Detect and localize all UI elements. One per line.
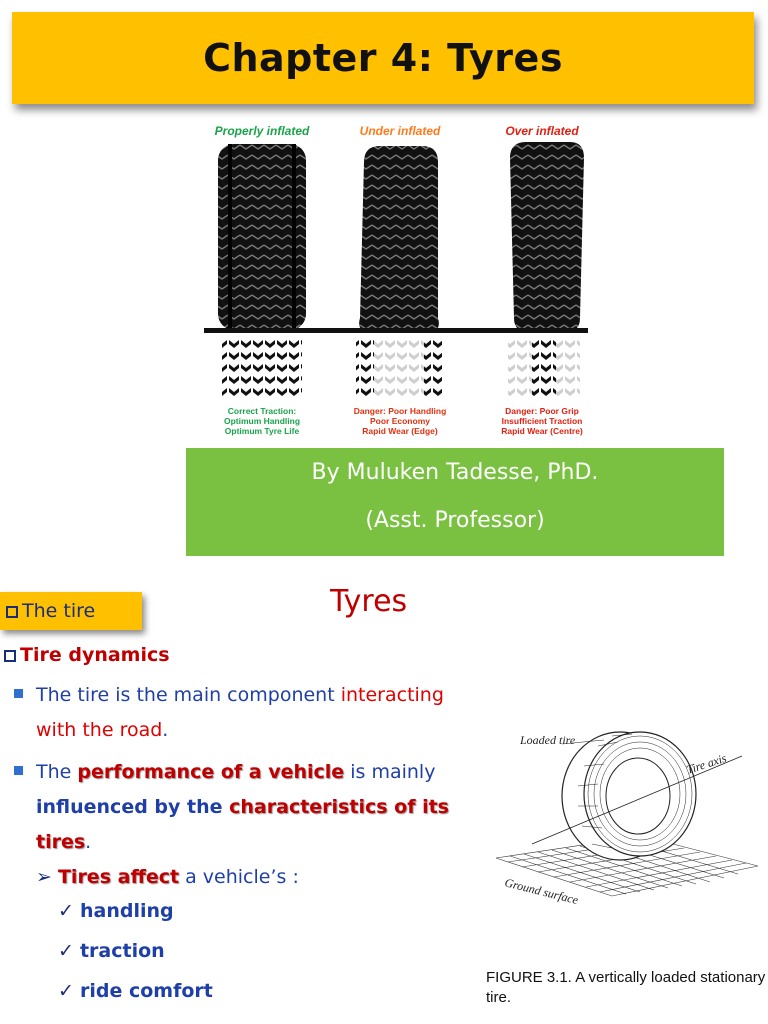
note-over-2: Insufficient Traction <box>502 416 583 426</box>
caption-under-inflated: Under inflated <box>360 124 441 138</box>
check-item-3: ✓ ride comfort <box>58 980 213 1002</box>
bullet-2-end: . <box>85 831 92 853</box>
note-proper-3: Optimum Tyre Life <box>225 426 300 436</box>
ground-line <box>204 328 588 333</box>
tire-axis-line <box>531 755 743 845</box>
bullet-1: The tire is the main component interacti… <box>36 678 506 748</box>
loaded-tire-diagram: Loaded tire Tire axis Ground surface <box>492 726 762 916</box>
section-label-wrap: The tire <box>6 600 95 622</box>
label-tire-axis: Tire axis <box>685 751 729 777</box>
tyre-proper <box>218 144 306 330</box>
note-under-2: Poor Economy <box>370 416 430 426</box>
check-icon: ✓ <box>58 980 80 1002</box>
label-ground-surface: Ground surface <box>503 875 580 907</box>
note-under-1: Danger: Poor Handling <box>354 406 447 416</box>
tyre-under <box>359 146 439 332</box>
section-box: The tire <box>0 592 142 630</box>
checkbox-square-icon <box>4 650 16 662</box>
caption-properly-inflated: Properly inflated <box>215 124 310 138</box>
note-proper-1: Correct Traction: <box>228 406 297 416</box>
footprint-proper <box>222 340 302 398</box>
bullet-1-highlight-2: with the road <box>36 719 163 741</box>
sub-bullet-text: a vehicle’s : <box>179 866 299 888</box>
arrow-icon: ➢ <box>36 866 58 888</box>
bullet-1-text: The tire is the main component <box>36 684 341 706</box>
label-loaded-tire: Loaded tire <box>519 733 576 747</box>
bullet-2: The performance of a vehicle is mainly i… <box>36 755 496 860</box>
chapter-title: Chapter 4: Tyres <box>203 36 563 80</box>
check-item-label: traction <box>79 940 165 962</box>
sub-bullet: ➢ Tires affect a vehicle’s : <box>36 860 299 895</box>
caption-over-inflated: Over inflated <box>505 124 579 138</box>
bullet-1-end: . <box>162 719 169 741</box>
note-proper-2: Optimum Handling <box>224 416 300 426</box>
bullet-2-highlight: performance of a vehicle <box>77 761 345 783</box>
note-under-3: Rapid Wear (Edge) <box>362 426 438 436</box>
bullet-2-text-2: is mainly <box>344 761 436 783</box>
sub-bullet-highlight: Tires affect <box>57 866 180 888</box>
check-item-label: handling <box>79 900 174 922</box>
bullet-square-icon <box>14 689 23 698</box>
check-icon: ✓ <box>58 900 80 922</box>
checkbox-square-icon <box>6 606 18 618</box>
title-banner: Chapter 4: Tyres <box>12 12 754 104</box>
tire-body <box>561 731 697 861</box>
tyre-over <box>510 142 584 332</box>
section-label: The tire <box>22 600 96 622</box>
tyre-inflation-illustration: Properly inflated Under inflated Over in… <box>204 124 588 436</box>
tire-dynamics-heading: Tire dynamics <box>4 644 170 666</box>
check-icon: ✓ <box>58 940 80 962</box>
note-over-3: Rapid Wear (Centre) <box>501 426 583 436</box>
tyre-inflation-figure: Properly inflated Under inflated Over in… <box>204 122 588 444</box>
check-item-label: ride comfort <box>79 980 213 1002</box>
tire-dynamics-label: Tire dynamics <box>20 644 170 666</box>
bullet-2-text-3: influenced by the <box>36 796 230 818</box>
loaded-tire-illustration: Loaded tire Tire axis Ground surface <box>495 731 759 907</box>
bullet-1-highlight: interacting <box>340 684 444 706</box>
author-title: (Asst. Professor) <box>365 508 545 533</box>
bullet-square-icon <box>14 766 23 775</box>
check-item-1: ✓ handling <box>58 900 174 922</box>
note-over-1: Danger: Poor Grip <box>505 406 579 416</box>
bullet-2-text: The <box>36 761 78 783</box>
bullet-2-highlight-3: tires <box>36 831 86 853</box>
author-name: By Muluken Tadesse, PhD. <box>311 460 599 485</box>
bullet-2-highlight-2: characteristics of its <box>229 796 449 818</box>
author-banner: By Muluken Tadesse, PhD. (Asst. Professo… <box>186 448 724 556</box>
figure-caption: FIGURE 3.1. A vertically loaded stationa… <box>486 969 766 1006</box>
check-item-2: ✓ traction <box>58 940 165 962</box>
slide-title: Tyres <box>330 584 408 619</box>
